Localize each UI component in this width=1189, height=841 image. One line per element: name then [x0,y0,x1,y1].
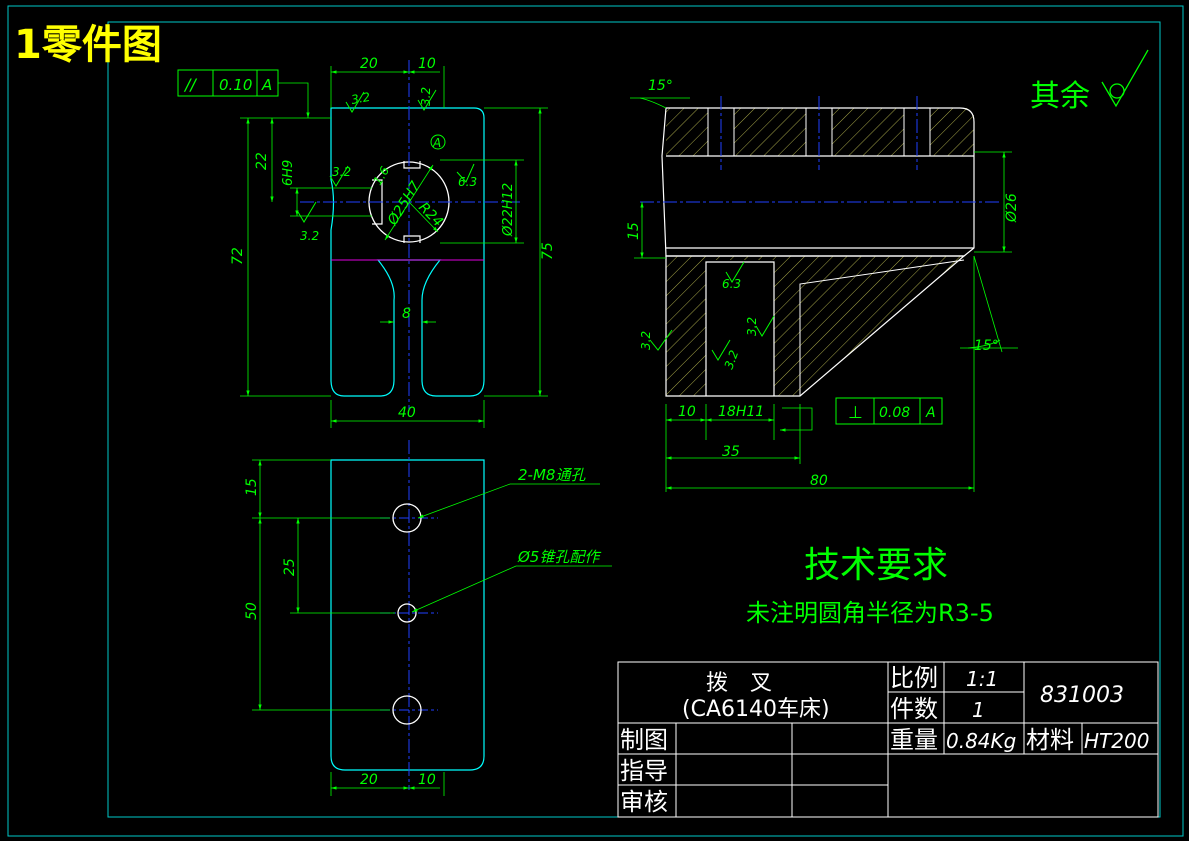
dim-bottom-15: 15 [244,478,260,496]
scale-label: 比例 [890,664,938,692]
side-angle-bottom: 15° [974,338,999,354]
dim-bottom-50: 50 [244,602,260,620]
rough-side-4: 3.2 [745,317,759,336]
front-tol-value: 0.10 [219,76,252,94]
sheet-title: 1零件图 [14,22,162,68]
dim-side-26: Ø26 [1004,193,1020,223]
requirements-heading: 技术要求 [804,545,948,586]
pin-hole [397,603,417,623]
side-tol-datum: A [925,405,936,421]
dim-side-80: 80 [810,473,828,489]
front-tol-datum: A [261,76,272,94]
note-m8-thru: 2-M8通孔 [518,466,586,484]
rough-front-2: 3.2 [419,87,433,106]
m8-hole-bottom [392,695,422,725]
requirements-text: 未注明圆角半径为R3-5 [746,599,994,627]
roughness-symbol-icon [1101,49,1149,108]
drawing-number: 831003 [1040,683,1124,708]
part-name: 拨 叉 [706,671,772,696]
dim-front-22h12: Ø22H12 [501,183,516,237]
dim-front-72: 72 [230,247,246,265]
qty-value: 1 [972,698,985,722]
rough-front-1: 3.2 [350,90,371,107]
dim-side-18h11: 18H11 [718,404,764,420]
dim-front-10: 10 [418,56,436,72]
dim-bottom-20: 20 [360,772,378,788]
rough-front-4: 3.2 [300,229,319,243]
dim-front-6h9: 6H9 [281,160,296,186]
m8-hole-top [392,503,422,533]
datum-a-letter: A [432,136,441,150]
surface-roughness-note: 其余 [1030,79,1090,114]
guide-label: 指导 [620,757,668,785]
dim-side-10: 10 [678,404,696,420]
material-label: 材料 [1026,726,1074,754]
parallelism-tolerance-frame [177,69,310,118]
dim-front-40: 40 [398,405,416,421]
bottom-view: 15 25 50 20 10 2-M8通孔 Ø5锥孔配作 [244,440,612,796]
dim-front-8: 8 [402,306,411,322]
qty-label: 件数 [890,695,938,723]
dim-bottom-25: 25 [282,558,298,576]
dim-front-bore: Ø25H7 [384,179,424,229]
rough-front-3: 3.2 [332,165,351,179]
rough-front-6: 6.3 [458,175,477,189]
dim-front-20: 20 [360,56,378,72]
rough-side-3: 3.2 [722,348,742,371]
dim-side-35: 35 [722,444,740,460]
dim-front-75: 75 [540,242,556,260]
rough-side-1: 6.3 [722,277,741,291]
drawn-label: 制图 [620,726,668,754]
front-view: // 0.10 A A 20 10 40 22 6H9 72 75 8 Ø25H… [177,56,556,428]
note-pin-hole: Ø5锥孔配作 [517,548,601,566]
scale-value: 1:1 [966,667,998,691]
weight-value: 0.84Kg [946,729,1016,753]
part-machine: (CA6140车床) [682,697,830,722]
front-view-outline [330,107,485,397]
review-label: 审核 [620,788,668,816]
inner-border [107,21,1161,818]
rough-side-2: 3.2 [639,331,653,350]
outer-border [7,5,1184,837]
front-tol-symbol: // [183,75,197,94]
datum-a-marker [430,134,446,150]
material-value: HT200 [1084,729,1149,753]
title-block [617,661,1159,818]
weight-label: 重量 [890,726,938,754]
dim-side-15: 15 [626,222,642,240]
side-tol-value: 0.08 [879,405,910,421]
side-tol-symbol: ⊥ [848,403,863,423]
side-angle-top: 15° [648,78,673,94]
dim-front-22: 22 [254,152,270,170]
dim-bottom-10: 10 [418,772,436,788]
bottom-view-outline [330,459,485,771]
perpendicularity-tolerance-frame [835,397,943,425]
side-view: ⊥ 0.08 A 15° 15° Ø26 15 10 18H11 35 80 6… [626,78,1020,492]
